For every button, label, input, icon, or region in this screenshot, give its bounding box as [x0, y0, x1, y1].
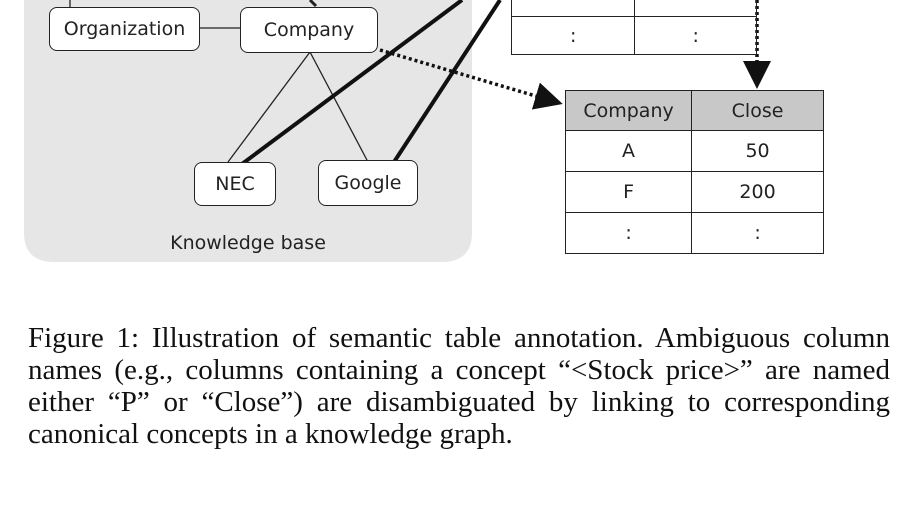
table-row: F 200: [564, 171, 824, 213]
table-header-row: Company Close: [564, 90, 824, 131]
organization-node: Organization: [49, 7, 200, 51]
table-cell: :: [691, 212, 824, 254]
table-cell: :: [634, 16, 757, 55]
google-label: Google: [334, 172, 402, 194]
table-cell: :: [510, 16, 636, 55]
table-cell: A: [564, 130, 693, 172]
column-header: Company: [564, 90, 693, 131]
stock-table: Company Close A 50 F 200 : :: [564, 90, 824, 254]
google-node: Google: [318, 160, 418, 206]
table-cell: :: [564, 212, 693, 254]
edge-company-nec: [227, 51, 311, 163]
table-cell: F: [564, 171, 693, 213]
top-table: : :: [510, 0, 757, 55]
table-cell: [634, 0, 757, 17]
figure-diagram: Organization Company NEC Google Knowledg…: [24, 0, 824, 262]
table-row: : :: [510, 16, 757, 55]
column-header: Close: [691, 90, 824, 131]
edge-company-up: [308, 0, 318, 8]
link-google-table: [392, 0, 502, 164]
nec-node: NEC: [194, 162, 276, 206]
nec-label: NEC: [215, 173, 255, 195]
link-nec-table: [240, 0, 464, 166]
table-row: A 50: [564, 130, 824, 172]
table-row: [510, 0, 757, 17]
organization-label: Organization: [63, 18, 186, 40]
table-cell: 50: [691, 130, 824, 172]
table-cell: [510, 0, 636, 17]
table-cell: 200: [691, 171, 824, 213]
link-company-column: [379, 48, 563, 110]
company-label: Company: [263, 19, 355, 41]
edge-company-google: [309, 51, 369, 163]
company-node: Company: [240, 7, 378, 53]
knowledge-base-label: Knowledge base: [170, 232, 326, 254]
figure-caption: Figure 1: Illustration of semantic table…: [28, 322, 890, 450]
table-row: : :: [564, 212, 824, 254]
